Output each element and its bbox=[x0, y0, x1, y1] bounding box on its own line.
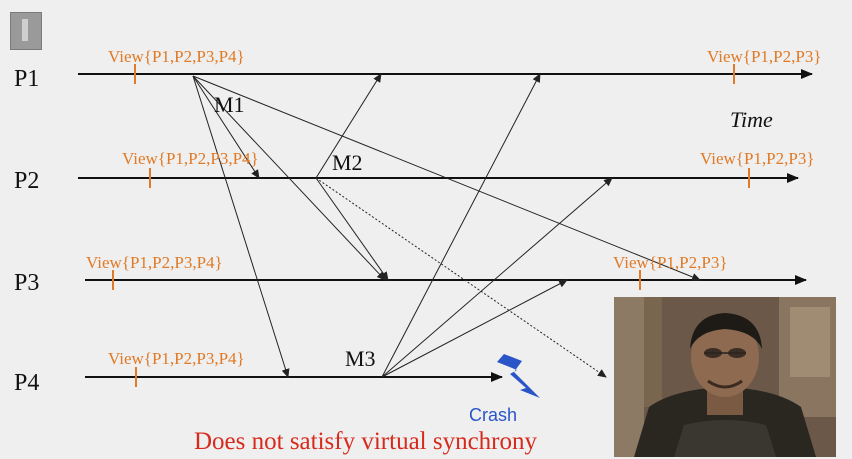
m2-to-p1 bbox=[315, 73, 382, 179]
view-label-p2-new: View{P1,P2,P3} bbox=[700, 149, 815, 168]
m1-to-p3-late bbox=[192, 75, 701, 281]
message-label-m1: M1 bbox=[214, 92, 245, 117]
footer-statement: Does not satisfy virtual synchrony bbox=[194, 428, 538, 455]
time-label: Time bbox=[730, 107, 773, 132]
process-label-p4: P4 bbox=[14, 370, 40, 396]
process-label-p1: P1 bbox=[14, 66, 40, 92]
m3-to-p2 bbox=[381, 177, 613, 378]
view-label-p3-initial: View{P1,P2,P3,P4} bbox=[86, 253, 223, 272]
m1-to-p3 bbox=[192, 75, 386, 281]
m2-to-p3 bbox=[315, 177, 389, 281]
presenter-image bbox=[614, 297, 836, 457]
m2-to-p4-dotted bbox=[315, 177, 607, 378]
message-label-m3: M3 bbox=[345, 346, 376, 371]
m1-to-p2 bbox=[192, 75, 260, 179]
m3-to-p3 bbox=[381, 279, 568, 378]
view-label-p1-new: View{P1,P2,P3} bbox=[707, 47, 822, 66]
m1-to-p4 bbox=[192, 75, 290, 378]
view-label-p4-initial: View{P1,P2,P3,P4} bbox=[108, 349, 245, 368]
message-label-m2: M2 bbox=[332, 150, 363, 175]
view-label-p2-initial: View{P1,P2,P3,P4} bbox=[122, 149, 259, 168]
m3-to-p1 bbox=[381, 73, 541, 378]
process-label-p3: P3 bbox=[14, 270, 40, 296]
process-label-p2: P2 bbox=[14, 168, 40, 194]
slide-menu-icon[interactable] bbox=[10, 12, 42, 50]
view-label-p3-new: View{P1,P2,P3} bbox=[613, 253, 728, 272]
crash-label: Crash bbox=[469, 405, 518, 425]
presenter-webcam bbox=[614, 297, 836, 457]
crash-lightning-icon bbox=[497, 354, 540, 398]
view-label-p1-initial: View{P1,P2,P3,P4} bbox=[108, 47, 245, 66]
